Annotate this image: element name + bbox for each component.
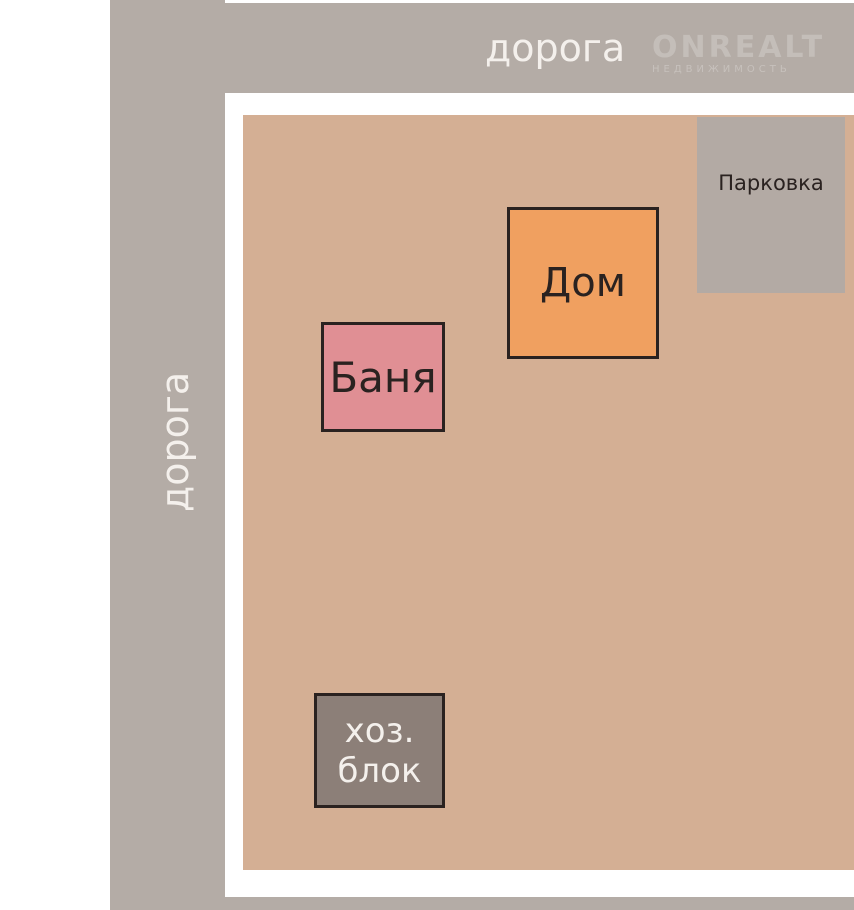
parking-label: Парковка bbox=[718, 170, 824, 195]
shed-label: хоз. блок bbox=[337, 710, 422, 791]
watermark-subtitle: НЕДВИЖИМОСТЬ bbox=[652, 64, 791, 75]
road-top-label: дорога bbox=[485, 26, 626, 70]
shed: хоз. блок bbox=[314, 693, 445, 808]
parking: Парковка bbox=[697, 117, 845, 293]
watermark-logo: ONREALT bbox=[652, 30, 826, 65]
top-strip bbox=[225, 0, 854, 3]
house-label: Дом bbox=[540, 260, 626, 306]
house: Дом bbox=[507, 207, 659, 359]
banya: Баня bbox=[321, 322, 445, 432]
road-left-label: дорога bbox=[153, 371, 197, 512]
banya-label: Баня bbox=[329, 352, 437, 402]
